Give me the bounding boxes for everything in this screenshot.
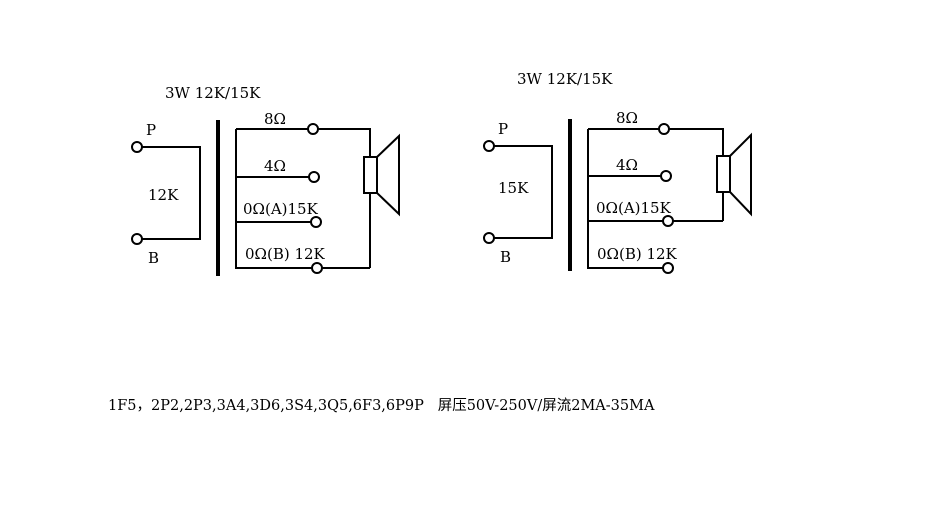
tap-label-8ohm: 8Ω [616, 109, 638, 127]
tube-list-footnote: 1F5，2P2,2P3,3A4,3D6,3S4,3Q5,6F3,6P9P 屏压5… [108, 397, 655, 414]
tap-label-0ohm-b: 0Ω(B) 12K [245, 245, 326, 263]
primary-winding-wire [142, 146, 201, 240]
tap-terminal-8ohm [658, 123, 670, 135]
primary-plate-label: P [498, 120, 508, 138]
transformer-diagram-15k: 3W 12K/15K P B 15K 8Ω 4Ω 0Ω(A)15K 0Ω(B) … [483, 70, 752, 274]
diagram-title: 3W 12K/15K [517, 70, 613, 88]
primary-plate-label: P [146, 121, 156, 139]
speaker-wire-hot [669, 128, 724, 156]
primary-b-plus-label: B [148, 249, 159, 267]
tap-terminal-8ohm [307, 123, 319, 135]
primary-b-plus-terminal [131, 233, 143, 245]
primary-b-plus-label: B [500, 248, 511, 266]
tap-terminal-4ohm [308, 171, 320, 183]
transformer-diagram-12k: 3W 12K/15K P B 12K 8Ω 4Ω 0Ω(A)15K 0Ω(B) … [131, 84, 400, 276]
tap-terminal-0ohm-b [311, 262, 323, 274]
tap-label-0ohm-a: 0Ω(A)15K [596, 199, 672, 217]
speaker-icon [716, 155, 731, 193]
speaker-cone-icon [729, 132, 752, 217]
primary-plate-terminal [483, 140, 495, 152]
tap-terminal-0ohm-a [310, 216, 322, 228]
tap-terminal-0ohm-b [662, 262, 674, 274]
primary-impedance-label: 12K [148, 186, 179, 204]
tap-terminal-4ohm [660, 170, 672, 182]
primary-plate-terminal [131, 141, 143, 153]
speaker-wire-hot [318, 128, 371, 157]
speaker-cone-icon [376, 133, 400, 217]
tap-label-8ohm: 8Ω [264, 110, 286, 128]
tap-label-0ohm-a: 0Ω(A)15K [243, 200, 319, 218]
primary-b-plus-terminal [483, 232, 495, 244]
speaker-icon [363, 156, 378, 194]
tap-label-0ohm-b: 0Ω(B) 12K [597, 245, 678, 263]
tap-label-4ohm: 4Ω [264, 157, 286, 175]
diagram-title: 3W 12K/15K [165, 84, 261, 102]
primary-impedance-label: 15K [498, 179, 529, 197]
tap-label-4ohm: 4Ω [616, 156, 638, 174]
primary-winding-wire [494, 145, 553, 239]
tap-terminal-0ohm-a [662, 215, 674, 227]
